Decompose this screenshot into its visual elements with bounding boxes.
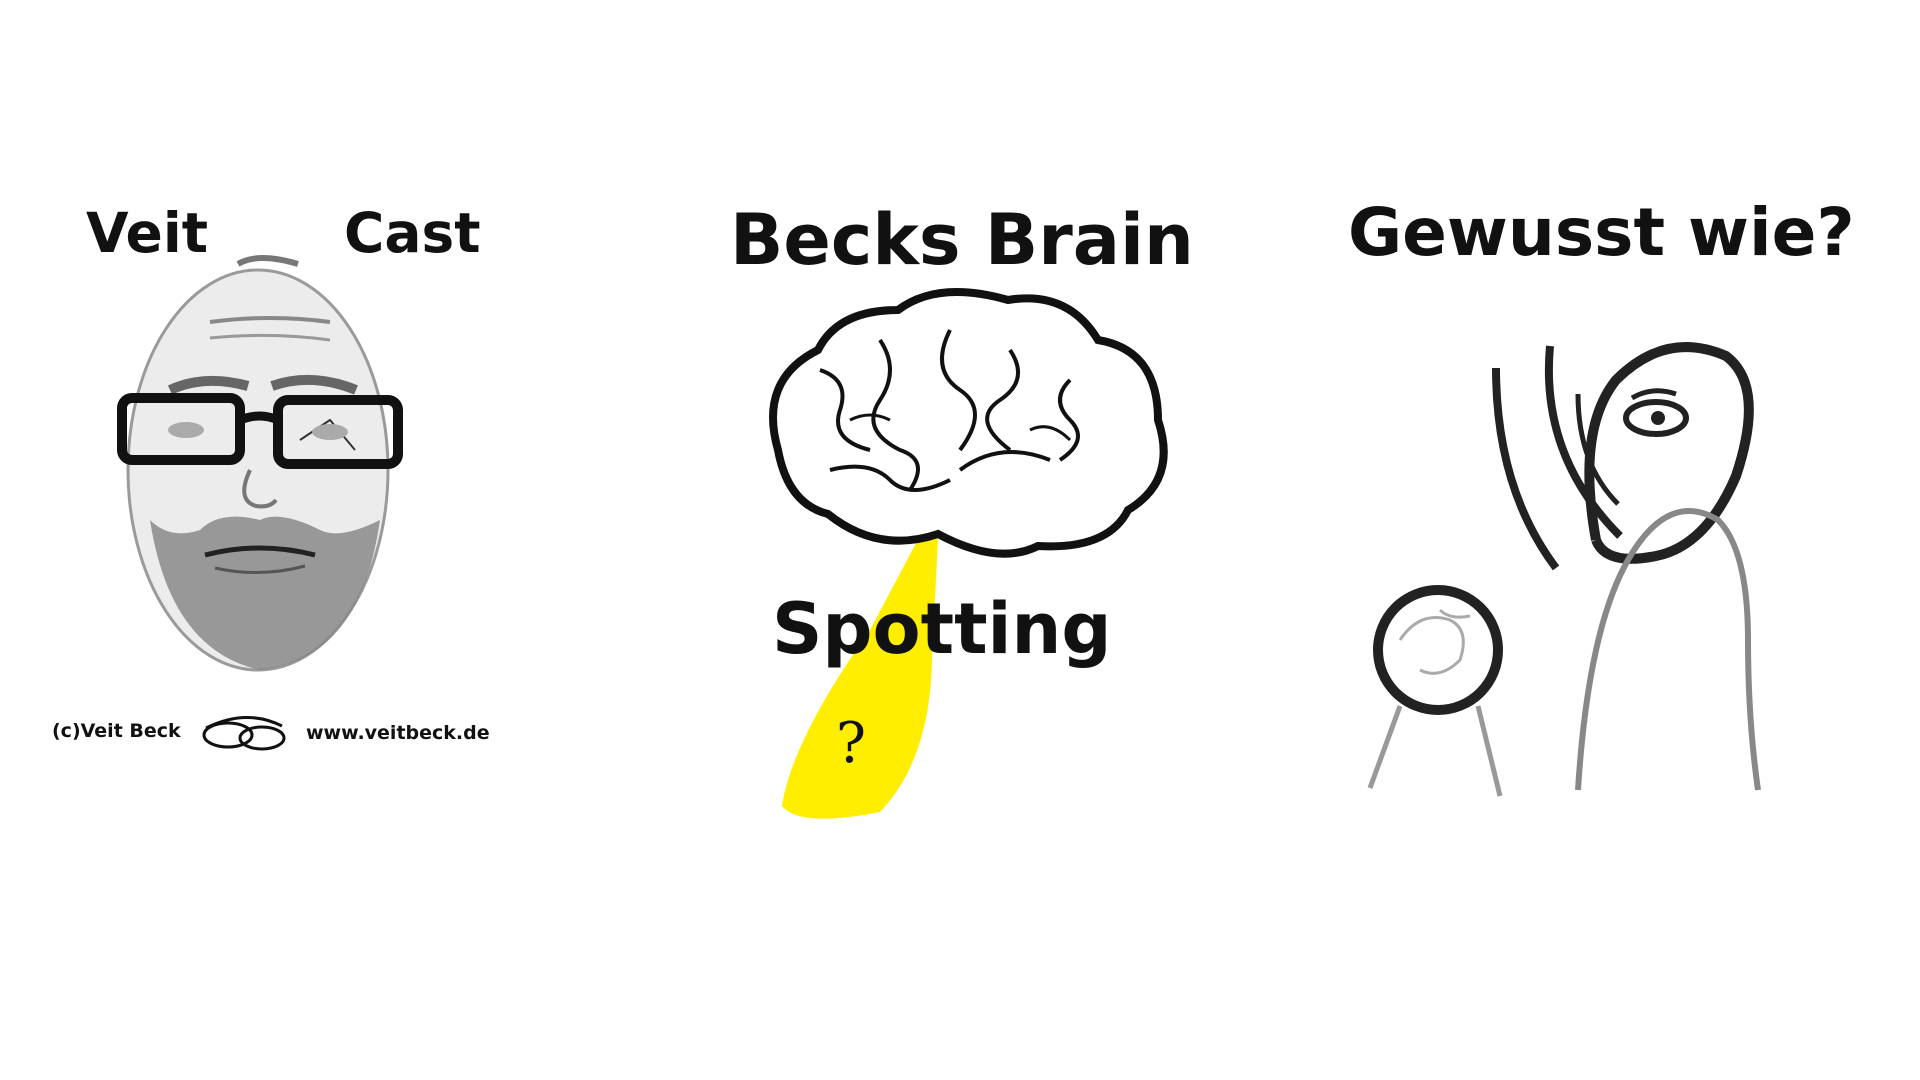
glasses-icon	[117, 393, 403, 469]
hair-tuft	[236, 255, 299, 267]
becks-brain-cover[interactable]: Becks Brain Spotting ?	[700, 0, 1240, 1080]
person-body	[1575, 508, 1761, 791]
veitcast-title-right: Cast	[344, 201, 481, 265]
globe-figure-illustration	[1367, 342, 1761, 797]
question-mark-icon: ?	[836, 711, 867, 776]
brain-shape	[769, 288, 1168, 558]
globe-icon	[1373, 585, 1503, 715]
becks-brain-title: Becks Brain	[730, 199, 1194, 281]
beard-shape	[150, 516, 380, 670]
veitcast-cover[interactable]: Veit Cast (c)Veit Beck www.veitbeck.de	[0, 0, 560, 1080]
brain-illustration	[769, 288, 1168, 819]
veitcast-title-left: Veit	[86, 201, 209, 265]
copyright-text: (c)Veit Beck	[52, 720, 181, 742]
portrait-illustration	[117, 255, 403, 751]
glasses-signature-icon	[202, 716, 286, 751]
gewusst-wie-cover[interactable]: Gewusst wie?	[1320, 0, 1920, 1080]
spotlight-beam	[782, 498, 940, 819]
person-head	[1584, 342, 1754, 564]
eye-icon	[1623, 399, 1689, 437]
spotting-subtitle: Spotting	[772, 588, 1112, 670]
website-link[interactable]: www.veitbeck.de	[306, 722, 490, 744]
gewusst-wie-title: Gewusst wie?	[1348, 194, 1855, 271]
